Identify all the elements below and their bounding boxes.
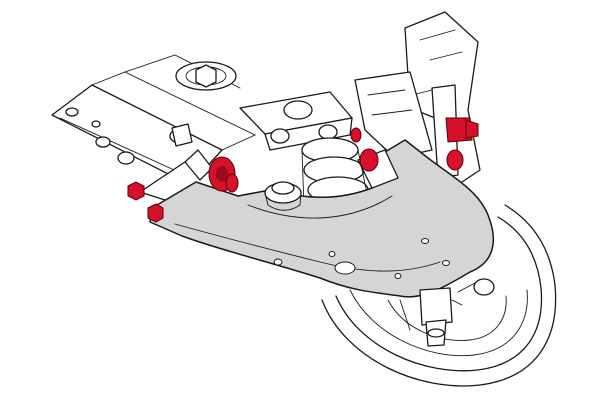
left-pivot-nut: [127, 181, 164, 223]
highlighted-bushings: [127, 117, 479, 223]
steering-knuckle: [354, 11, 481, 191]
bump-stop: [264, 181, 302, 211]
wheel-rotor: [321, 204, 557, 387]
ball-joint: [399, 278, 495, 347]
left-bushing-rear: [225, 173, 239, 193]
frame-rail: [51, 54, 257, 186]
right-bushing: [350, 127, 379, 172]
upper-control-arm: [149, 139, 495, 298]
right-pivot-bolt: [445, 117, 479, 171]
top-mount-nut: [175, 61, 237, 91]
shock-mount: [239, 91, 353, 151]
